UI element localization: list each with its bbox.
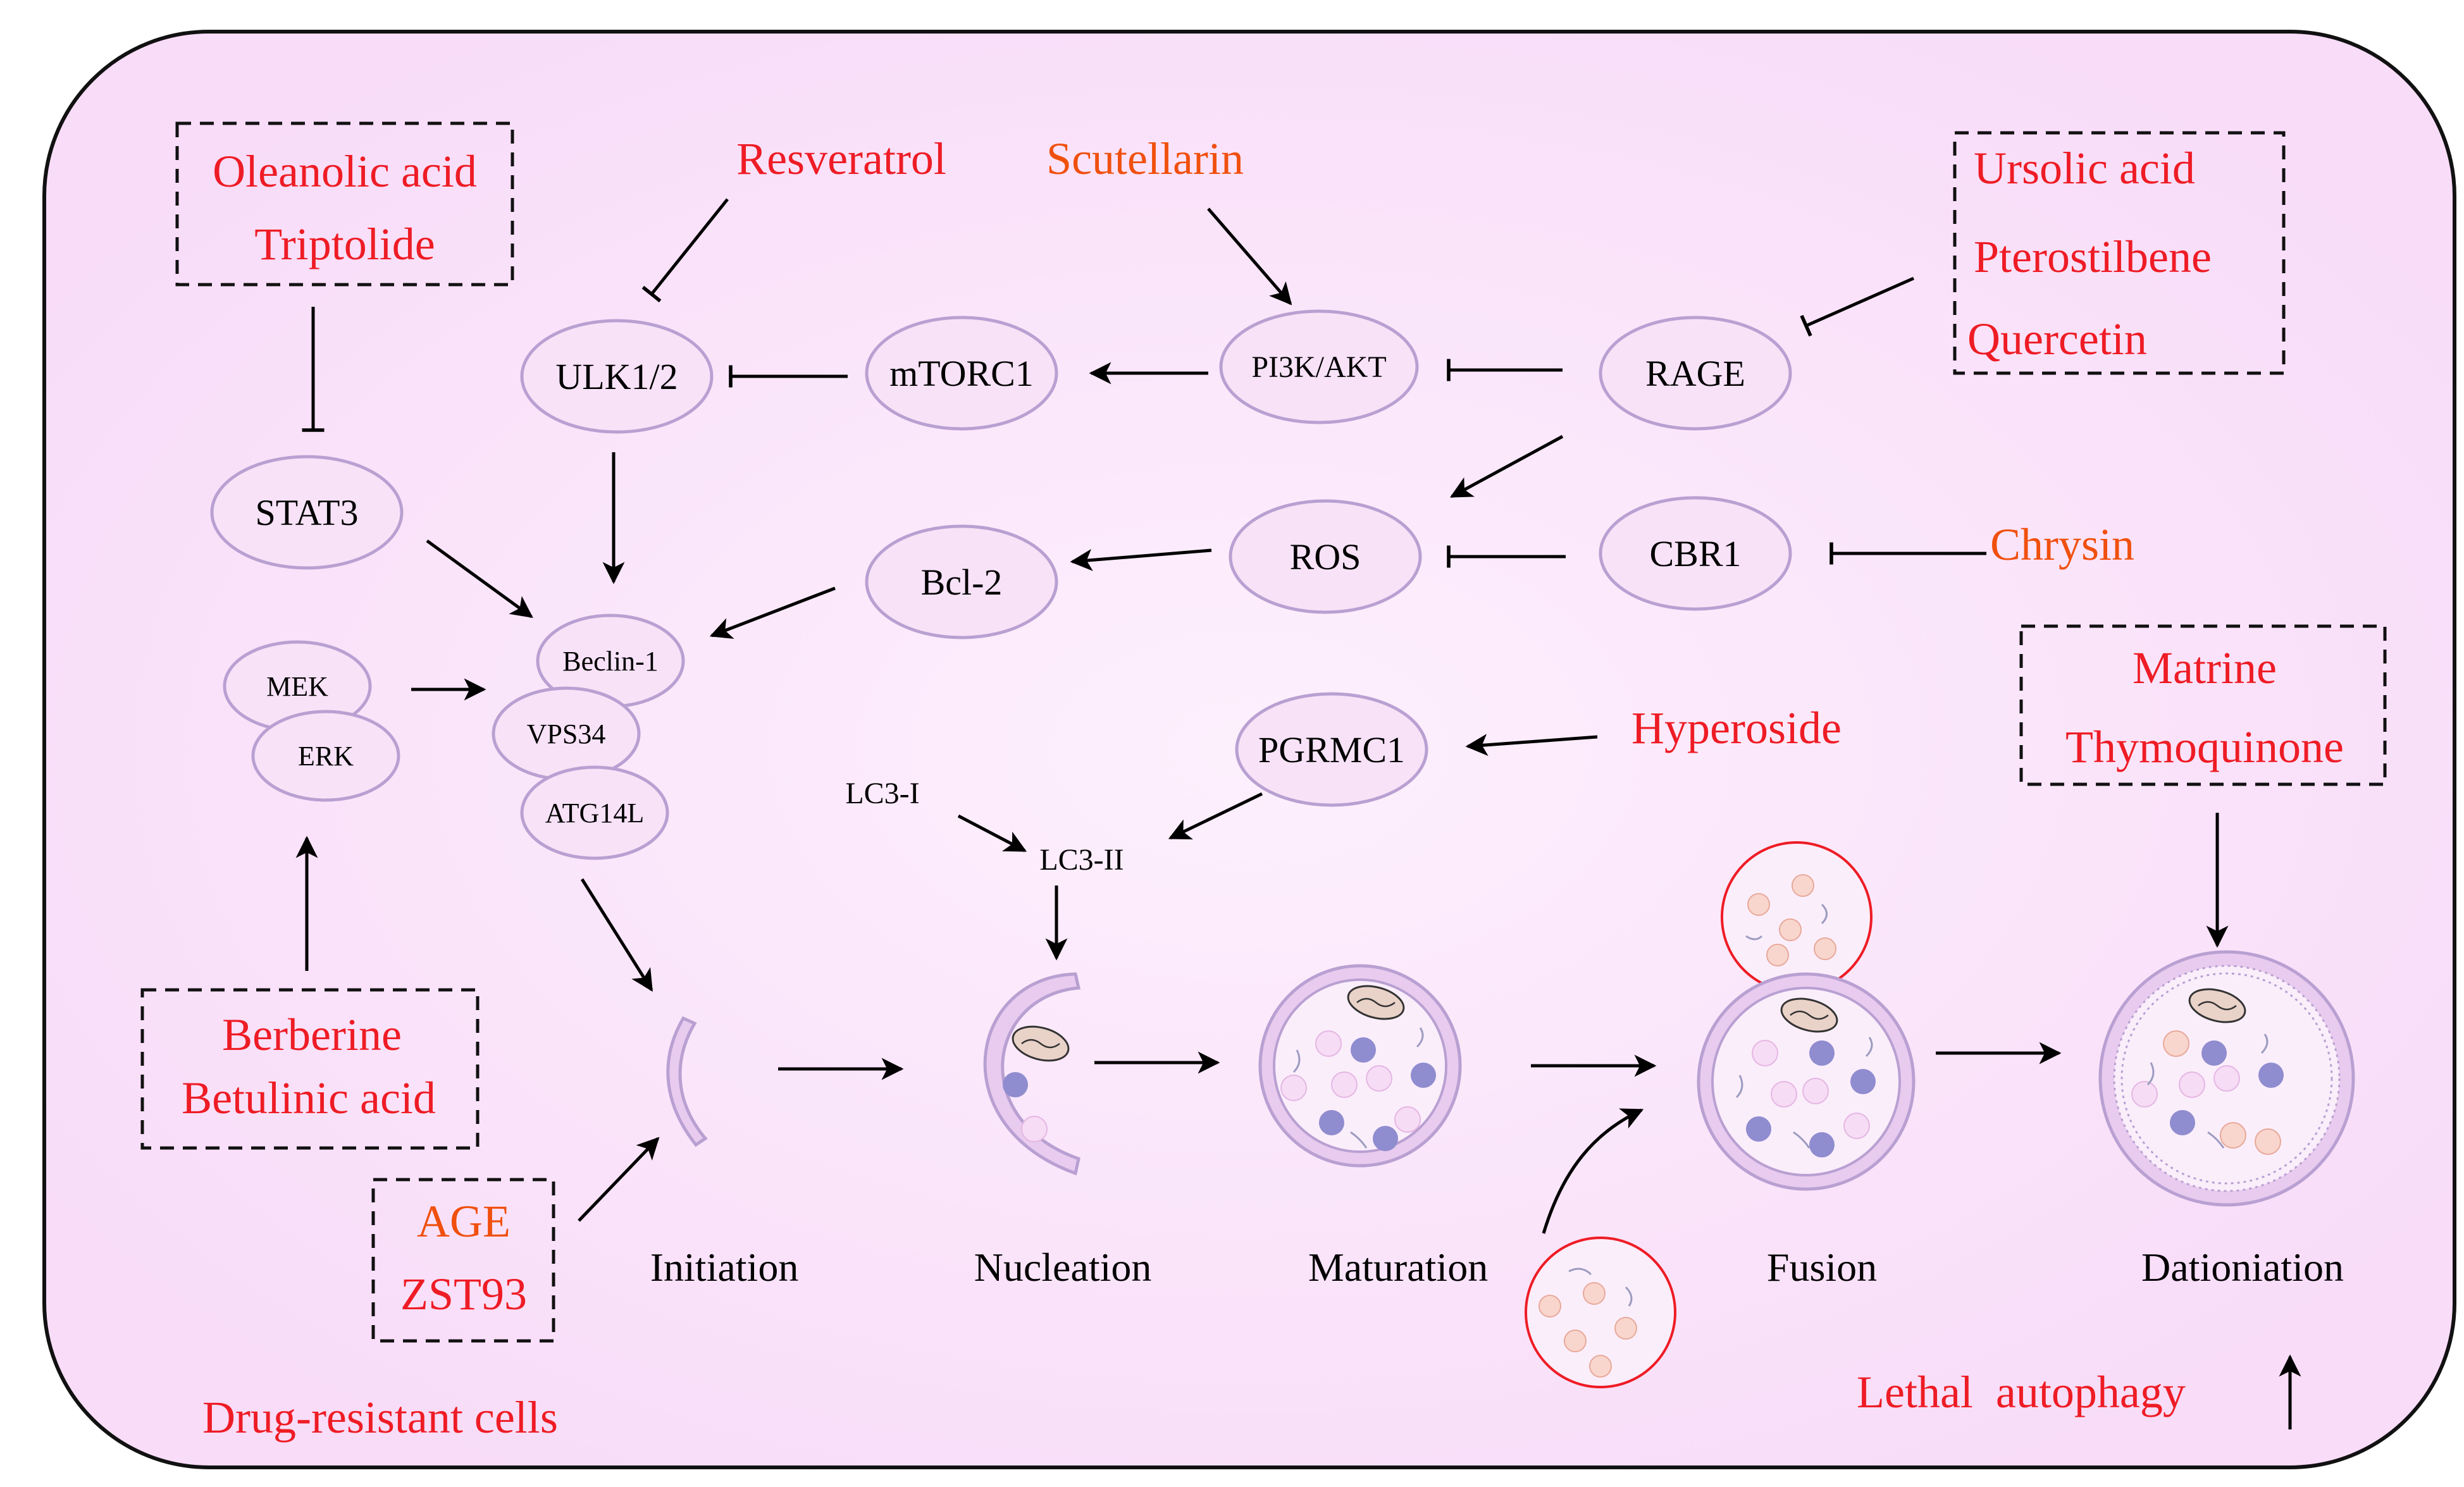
inhibit-resveratrol-ulk [641, 198, 729, 303]
autolysosome-fusion [1697, 972, 1916, 1191]
drug-resveratrol: Resveratrol [736, 133, 946, 184]
stage-nucleation: Nucleation [974, 1245, 1152, 1290]
drug-matrine: Matrine [2133, 643, 2277, 693]
node-erk-ellipse [251, 710, 400, 802]
drug-box-age [371, 1178, 555, 1343]
drug-chrysin: Chrysin [1990, 519, 2134, 570]
arrow-hyperoside-pgrmc1 [1465, 734, 1598, 756]
drug-zst93: ZST93 [400, 1269, 527, 1319]
node-ulk-ellipse [520, 319, 714, 434]
arrow-lysosome-fusion [1542, 1108, 1644, 1234]
node-pi3k: PI3K/AKT [1251, 350, 1386, 384]
node-lc3i: LC3-I [845, 777, 919, 810]
node-atg14l: ATG14L [545, 798, 644, 829]
drug-box-matrine [2019, 624, 2387, 786]
drug-age: AGE [417, 1196, 511, 1247]
drug-box-ursolic [1953, 131, 2286, 375]
node-ros-ellipse [1229, 499, 1422, 614]
node-pgrmc1: PGRMC1 [1258, 729, 1405, 770]
node-pi3k-ellipse [1219, 309, 1419, 424]
autolysosome-dationiation [2098, 950, 2355, 1207]
phagophore-initiation [666, 1016, 708, 1147]
node-lc3ii: LC3-II [1039, 843, 1124, 877]
node-rage-ellipse [1599, 316, 1792, 431]
arrow-age-initiation [578, 1137, 660, 1222]
arrow-lc3i-lc3ii [957, 814, 1027, 853]
node-cbr1: CBR1 [1649, 533, 1741, 574]
node-rage: RAGE [1645, 353, 1745, 394]
lysosome-fusion-top [1721, 841, 1873, 993]
drug-resistant-cells-label: Drug-resistant cells [202, 1392, 558, 1443]
autophagosome-maturation [1258, 964, 1462, 1168]
stage-initiation: Initiation [650, 1245, 799, 1290]
drug-oleanolic-acid: Oleanolic acid [213, 146, 477, 197]
arrow-scutellarin-pi3k [1207, 207, 1292, 305]
node-pgrmc1-ellipse [1235, 692, 1428, 807]
lethal-autophagy-label: Lethal autophagy [1857, 1367, 2186, 1417]
node-stat3-ellipse [210, 455, 404, 570]
drug-scutellarin: Scutellarin [1046, 133, 1244, 184]
node-mek: MEK [266, 671, 328, 702]
inhibit-ursolic-rage [1800, 276, 1915, 337]
stage-dationiation: Dationiation [2141, 1245, 2344, 1290]
drug-quercetin: Quercetin [1967, 314, 2147, 364]
arrow-atg14l-initiation [580, 878, 653, 992]
arrow-ros-bcl2 [1070, 548, 1212, 571]
arrow-stat3-beclin [426, 539, 533, 619]
node-atg14l-ellipse [520, 765, 669, 860]
node-cbr1-ellipse [1599, 496, 1792, 611]
node-ros: ROS [1290, 536, 1361, 577]
node-ulk: ULK1/2 [555, 356, 678, 397]
drug-pterostilbene: Pterostilbene [1974, 231, 2212, 282]
node-bcl2: Bcl-2 [921, 562, 1003, 603]
node-mtorc1-ellipse [865, 316, 1058, 431]
drug-triptolide: Triptolide [254, 219, 435, 269]
node-beclin: Beclin-1 [562, 646, 659, 677]
drug-hyperoside: Hyperoside [1631, 703, 1842, 753]
drug-box-berberine [140, 988, 480, 1150]
node-stat3: STAT3 [256, 492, 359, 533]
drug-berberine: Berberine [222, 1009, 402, 1060]
node-bcl2-ellipse [865, 524, 1058, 639]
stage-fusion: Fusion [1767, 1245, 1877, 1290]
drug-box-oleanolic [175, 121, 514, 287]
node-vps34: VPS34 [527, 719, 606, 750]
stage-maturation: Maturation [1308, 1245, 1488, 1290]
node-erk: ERK [298, 741, 354, 772]
arrow-bcl2-beclin [709, 586, 836, 639]
drug-ursolic-acid: Ursolic acid [1974, 143, 2195, 194]
drug-thymoquinone: Thymoquinone [2065, 722, 2344, 772]
node-mtorc1: mTORC1 [889, 353, 1034, 394]
lysosome-approaching [1525, 1237, 1676, 1388]
autophagosome-nucleation [983, 972, 1081, 1176]
drug-betulinic-acid: Betulinic acid [182, 1073, 436, 1123]
arrow-rage-ros [1449, 435, 1564, 498]
arrow-pgrmc1-lc3ii [1168, 792, 1263, 840]
